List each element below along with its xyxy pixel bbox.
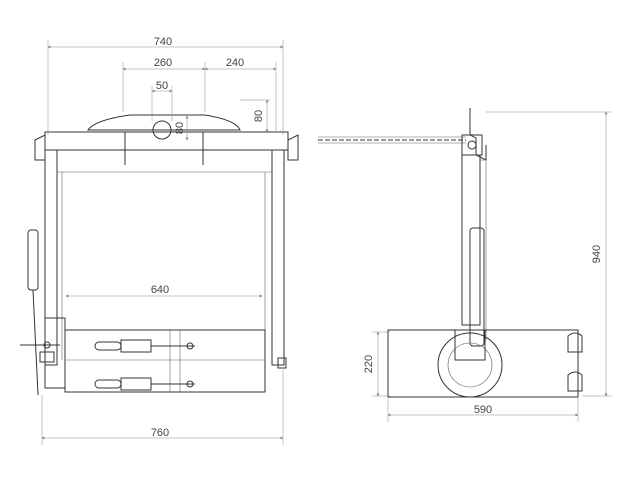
side-clamp-lower bbox=[567, 371, 583, 392]
vertical-post bbox=[461, 154, 481, 326]
front-view: 740 260 240 50 80 80 640 760 bbox=[20, 36, 299, 445]
top-hook bbox=[469, 108, 487, 161]
dim-side-box-width: 590 bbox=[474, 404, 492, 416]
chain bbox=[318, 136, 466, 144]
right-arm bbox=[271, 149, 285, 366]
dim-slot-width: 50 bbox=[156, 80, 168, 92]
clamp-upper bbox=[94, 339, 195, 353]
side-clamp-upper bbox=[567, 332, 583, 353]
dim-slot-height: 80 bbox=[174, 122, 186, 134]
dim-front-inner-width: 260 bbox=[154, 57, 172, 69]
lever-handle bbox=[27, 229, 39, 291]
dim-front-right-offset: 240 bbox=[226, 57, 244, 69]
dim-hook-height: 80 bbox=[253, 110, 265, 122]
clamp-lower bbox=[94, 377, 195, 391]
handle-sleeve bbox=[469, 227, 485, 347]
dim-front-inner-frame: 640 bbox=[151, 284, 169, 296]
hook-plate bbox=[87, 114, 241, 131]
gear-wheel bbox=[437, 329, 503, 398]
drum-box-side bbox=[387, 329, 579, 398]
dim-side-box-height: 220 bbox=[363, 355, 375, 373]
top-beam bbox=[44, 131, 289, 151]
dim-front-top-width: 740 bbox=[154, 36, 172, 48]
drum-holder bbox=[64, 329, 266, 393]
lifting-slot bbox=[152, 120, 172, 140]
left-arm bbox=[44, 149, 58, 366]
dim-front-bottom-width: 760 bbox=[151, 427, 169, 439]
side-view: 940 220 590 bbox=[318, 108, 612, 422]
dim-side-total-height: 940 bbox=[591, 245, 603, 263]
